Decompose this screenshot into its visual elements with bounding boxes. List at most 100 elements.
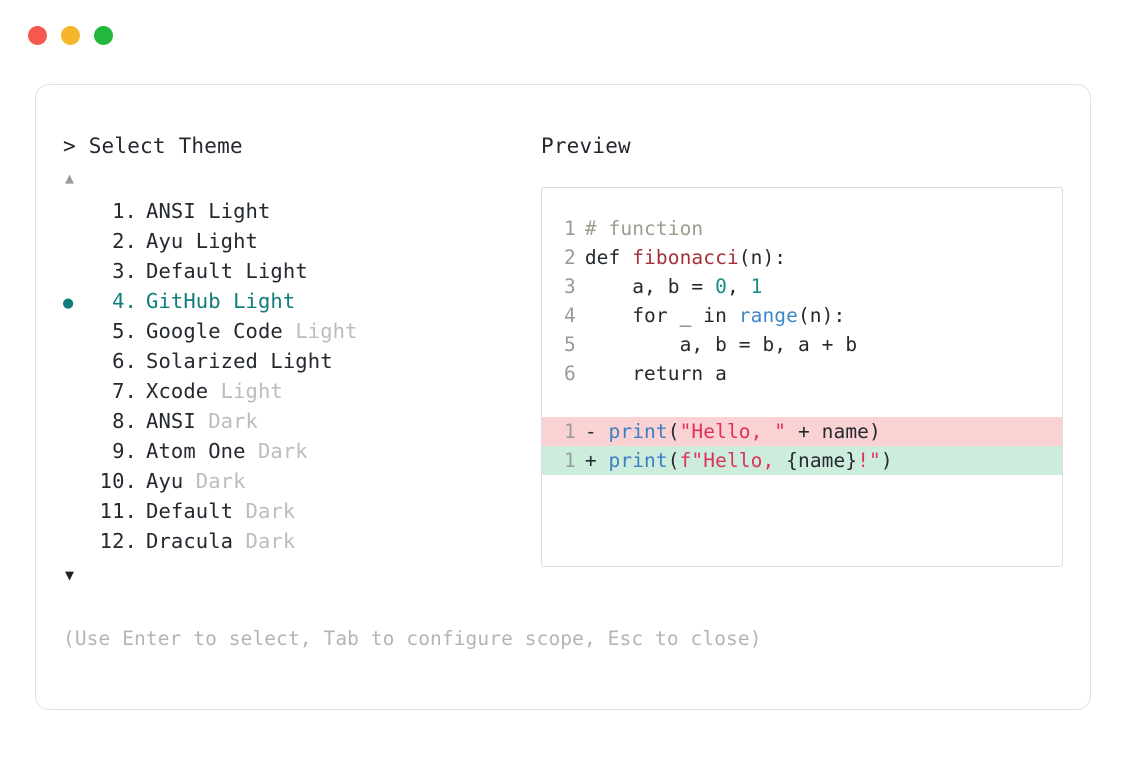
code-token: 0 (715, 275, 727, 298)
theme-item-variant: Dark (208, 409, 258, 433)
theme-item-variant: Light (195, 229, 258, 253)
theme-list-item[interactable]: 6.Solarized Light (63, 346, 541, 376)
preview-label: Preview (541, 134, 631, 158)
theme-list-item[interactable]: 10.Ayu Dark (63, 466, 541, 496)
theme-list-item[interactable]: 3. Default Light (63, 256, 541, 286)
page-title (76, 134, 89, 158)
line-number: 1 (564, 449, 576, 472)
diff-removed-line: 1- print("Hello, " + name) (542, 417, 1062, 446)
code-token: print (608, 449, 668, 472)
prompt-header: > Select Theme (63, 133, 541, 159)
code-token: def (584, 246, 633, 269)
maximize-button[interactable] (94, 26, 113, 45)
code-token: ) (880, 449, 893, 472)
prompt-title: Select Theme (88, 134, 243, 158)
theme-item-name: Default (146, 259, 246, 283)
line-number: 2 (564, 246, 576, 269)
code-line: 2 def fibonacci(n): (542, 243, 1062, 272)
theme-item-name: GitHub (146, 289, 234, 313)
code-token: !" (857, 449, 881, 472)
theme-item-variant: Light (233, 289, 296, 313)
theme-item-number: 4. (112, 289, 137, 313)
code-token: range (738, 304, 798, 327)
theme-item-number: 5. (112, 319, 137, 343)
theme-item-number: 1. (112, 199, 137, 223)
keyboard-hint: (Use Enter to select, Tab to configure s… (63, 627, 762, 650)
code-token: (n): (738, 246, 787, 269)
theme-item-variant: Light (295, 319, 358, 343)
close-button[interactable] (28, 26, 47, 45)
line-number: 4 (564, 304, 576, 327)
code-token: a, b = (584, 275, 716, 298)
theme-item-name: Xcode (146, 379, 221, 403)
code-token: + name) (786, 420, 881, 443)
theme-list-item[interactable]: ● 4. GitHub Light (63, 286, 541, 316)
theme-list-item[interactable]: 11. Default Dark (63, 496, 541, 526)
code-line: 4 for _ in range(n): (542, 301, 1062, 330)
selected-bullet-icon: ● (63, 293, 74, 313)
code-line: 3 a, b = 0, 1 (542, 272, 1062, 301)
code-token: "Hello, " (679, 420, 787, 443)
code-token: 1 (750, 275, 763, 298)
theme-list-item[interactable]: 7. Xcode Light (63, 376, 541, 406)
theme-item-name: Solarized (146, 349, 271, 373)
theme-list-item[interactable]: 1.ANSI Light (63, 196, 541, 226)
theme-item-number: 8. (112, 409, 137, 433)
theme-item-number: 3. (112, 259, 137, 283)
theme-item-number: 12. (99, 529, 137, 553)
theme-list-item[interactable]: 2.Ayu Light (63, 226, 541, 256)
line-number: 6 (564, 362, 576, 385)
theme-item-name: ANSI (146, 409, 209, 433)
theme-list-item[interactable]: 12. Dracula Dark (63, 526, 541, 556)
theme-item-variant: Dark (245, 499, 296, 523)
code-token: ( (667, 449, 680, 472)
theme-item-variant: Dark (257, 439, 308, 463)
theme-item-number: 11. (99, 499, 137, 523)
code-line: 1# function (542, 214, 1062, 243)
diff-lines: 1- print("Hello, " + name)1+ print(f"Hel… (542, 417, 1062, 475)
theme-list-item[interactable]: 8. ANSI Dark (63, 406, 541, 436)
theme-item-number: 7. (112, 379, 137, 403)
code-line: 6 return a (542, 359, 1062, 388)
scroll-up-arrow-icon[interactable]: ▲ (65, 169, 75, 187)
theme-item-variant: Light (270, 349, 333, 373)
code-token: a, b = b, a + b (584, 333, 858, 356)
theme-item-variant: Dark (245, 529, 296, 553)
code-token: f"Hello, (679, 449, 787, 472)
theme-list-item[interactable]: 9. Atom One Dark (63, 436, 541, 466)
theme-list-item[interactable]: 5. Google Code Light (63, 316, 541, 346)
window-controls (28, 26, 113, 45)
theme-item-name: Google Code (146, 319, 296, 343)
code-token: (n): (797, 304, 846, 327)
code-token: {name} (786, 449, 858, 472)
code-token: print (608, 420, 668, 443)
diff-marker: + (584, 449, 609, 472)
theme-item-number: 2. (112, 229, 137, 253)
diff-added-line: 1 + print(f"Hello, {name}!") (542, 446, 1062, 475)
scroll-down-arrow-icon[interactable]: ▼ (65, 566, 75, 584)
theme-item-variant: Light (245, 259, 308, 283)
code-token: , (726, 275, 751, 298)
prompt-caret-icon: > (63, 134, 76, 158)
theme-item-name: Dracula (146, 529, 246, 553)
theme-item-variant: Light (208, 199, 271, 223)
theme-item-number: 9. (112, 439, 137, 463)
code-line: 5 a, b = b, a + b (542, 330, 1062, 359)
line-number: 5 (564, 333, 576, 356)
line-number: 3 (564, 275, 576, 298)
code-token: for _ in (584, 304, 739, 327)
code-token: ( (667, 420, 680, 443)
code-token: fibonacci (632, 246, 739, 269)
minimize-button[interactable] (61, 26, 80, 45)
theme-item-name: Atom One (146, 439, 258, 463)
code-token: return a (584, 362, 727, 385)
theme-item-name: Default (146, 499, 246, 523)
theme-item-variant: Light (220, 379, 283, 403)
